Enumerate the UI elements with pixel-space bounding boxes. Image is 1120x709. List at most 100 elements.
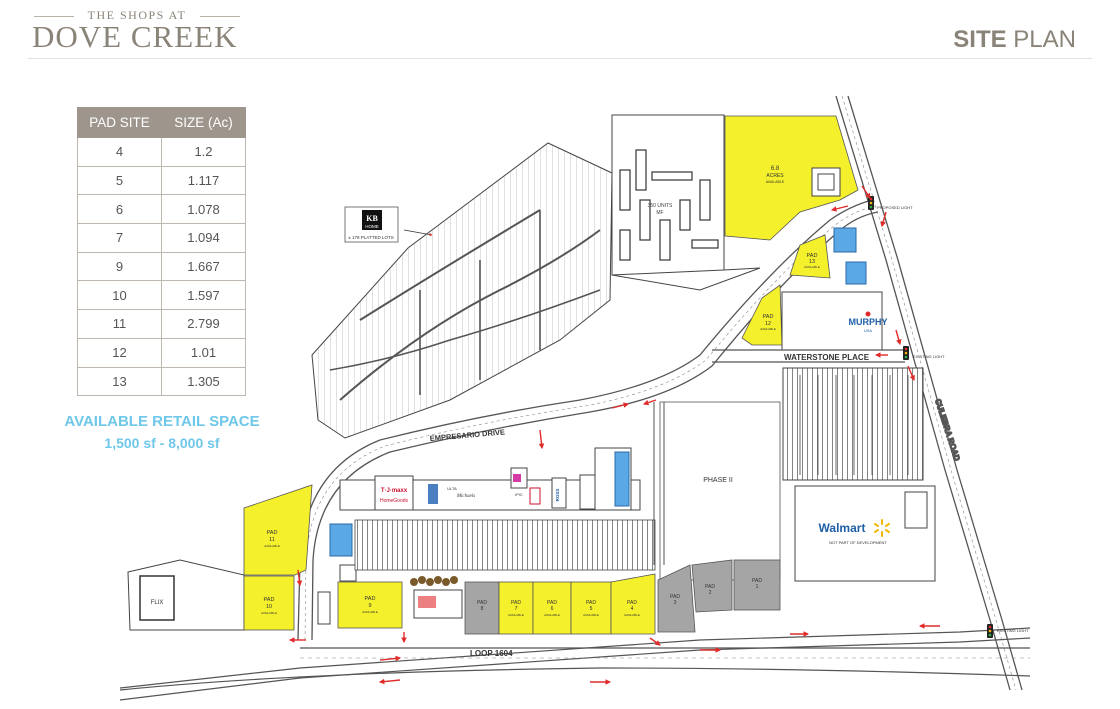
acres-label-status: AVAILABLE (766, 180, 785, 184)
michaels-logo: Michaels (456, 494, 475, 499)
pad-13-status: AVAILABLE (804, 265, 820, 269)
pad-6-number: 6 (551, 606, 554, 612)
internal-road (653, 402, 665, 565)
pad-6-label: PAD (547, 600, 557, 606)
pad-5-status: AVAILABLE (583, 613, 599, 617)
walmart-parcel: Walmart NOT PART OF DEVELOPMENT (782, 367, 936, 582)
pad-12-status: AVAILABLE (760, 327, 776, 331)
phase-ii-label: PHASE II (703, 477, 733, 484)
pad-site-cell: 7 (77, 223, 162, 253)
pad-9-status: AVAILABLE (362, 610, 378, 614)
pad-11-number: 11 (269, 537, 275, 543)
pad-3-number: 3 (674, 600, 677, 606)
logo-tagline: THE SHOPS AT (34, 8, 240, 23)
header: THE SHOPS AT DOVE CREEK SITE PLAN (0, 0, 1120, 60)
pad-7-status: AVAILABLE (508, 613, 524, 617)
pad-13: PAD 13 AVAILABLE (789, 234, 831, 279)
store-blue-block (329, 523, 353, 557)
column-header-pad-site: PAD SITE (77, 107, 162, 138)
pad-1: PAD 1 (733, 559, 781, 611)
waterstone-label: WATERSTONE PLACE (784, 353, 870, 362)
page-title: SITE PLAN (953, 26, 1076, 54)
walmart-logo: Walmart (819, 521, 866, 535)
pad-1-label: PAD (752, 578, 762, 584)
pad-2-label: PAD (705, 584, 715, 590)
small-building (317, 591, 331, 625)
pad-13-number: 13 (809, 259, 815, 265)
available-space-title: AVAILABLE RETAIL SPACE (64, 413, 260, 430)
loop-1604 (119, 627, 1031, 701)
pad-10-label: PAD (264, 597, 275, 603)
pad-11: PAD 11 AVAILABLE (243, 484, 313, 576)
walmart-note: NOT PART OF DEVELOPMENT (829, 540, 887, 545)
page-title-rest: PLAN (1006, 26, 1076, 53)
pad-4-status: AVAILABLE (624, 613, 640, 617)
shopping-center: T·J·maxx HomeGoods Michaels ULTA iPIC RO… (329, 447, 641, 582)
size-cell: 1.01 (161, 337, 246, 368)
traffic-light-icon (903, 346, 909, 360)
kb-home-badge: KB HOME ± 178 PLATTED LOTS (344, 206, 433, 243)
pad-4: PAD 4 AVAILABLE (610, 573, 656, 635)
murphy-star-icon (865, 311, 871, 317)
pad-9-number: 9 (368, 603, 371, 609)
pad-site-cell: 12 (77, 337, 162, 368)
table-header-row: PAD SITE SIZE (Ac) (77, 107, 246, 138)
tree-cluster (410, 576, 458, 586)
ulta-logo: ULTA (447, 486, 457, 491)
pad-7: PAD 7 AVAILABLE (498, 581, 534, 635)
kb-home-caption: ± 178 PLATTED LOTS (348, 235, 393, 240)
flix-theater: FLIX (127, 559, 245, 631)
small-building-red (418, 596, 436, 608)
ipic-logo-icon (513, 474, 521, 482)
acres-parcel: 6.8 ACRES AVAILABLE (724, 115, 859, 241)
column-header-size: SIZE (Ac) (161, 107, 246, 138)
pad-1-number: 1 (756, 584, 759, 590)
ross-logo: ROSS (555, 489, 560, 502)
pad-12-label: PAD (763, 314, 774, 320)
pad-10: PAD 10 AVAILABLE (243, 575, 295, 631)
access-arrows (288, 185, 940, 685)
store-blue-block (614, 451, 630, 507)
traffic-light-icon (987, 624, 993, 638)
pad-6: PAD 6 AVAILABLE (532, 581, 572, 635)
pad-2: PAD 2 (691, 559, 733, 613)
pad-7-label: PAD (511, 600, 521, 606)
phase-ii-area: PHASE II (659, 401, 781, 581)
existing-light-label: EXISTING LIGHT (913, 354, 945, 359)
kb-home-logo-icon (362, 210, 382, 230)
pad-8-number: 8 (481, 606, 484, 612)
flix-logo: FLIX (151, 600, 164, 606)
acres-building (811, 167, 841, 197)
size-cell: 1.305 (161, 366, 246, 397)
emprendario-drive-label: EMPRESARIO DRIVE (429, 427, 505, 443)
pad-8-label: PAD (477, 600, 487, 606)
kb-home-logo-sub: HOME (365, 224, 379, 229)
pad-5-label: PAD (586, 600, 596, 606)
pad-7-number: 7 (515, 606, 518, 612)
size-cell: 1.094 (161, 223, 246, 253)
available-space-range: 1,500 sf - 8,000 sf (104, 435, 220, 451)
header-divider (28, 58, 1092, 59)
kb-home-logo-text: KB (366, 214, 378, 223)
pad-11-status: AVAILABLE (264, 544, 280, 548)
existing-light-label-lower: EXISTING LIGHT (997, 628, 1029, 633)
store-icon (529, 487, 541, 505)
size-cell: 2.799 (161, 309, 246, 339)
pad-site-cell: 11 (77, 309, 162, 339)
size-cell: 1.078 (161, 194, 246, 225)
residential-subdivision (311, 142, 613, 439)
pad-4-number: 4 (631, 606, 634, 612)
acres-label: 6.8 (771, 166, 780, 172)
car-wash-buildings (833, 227, 867, 285)
pad-13-label: PAD (807, 253, 818, 259)
kb-home-arrow-icon (403, 229, 433, 237)
proposed-light-label: PROPOSED LIGHT (877, 205, 913, 210)
pad-5-number: 5 (590, 606, 593, 612)
walmart-spark-icon (874, 519, 890, 537)
